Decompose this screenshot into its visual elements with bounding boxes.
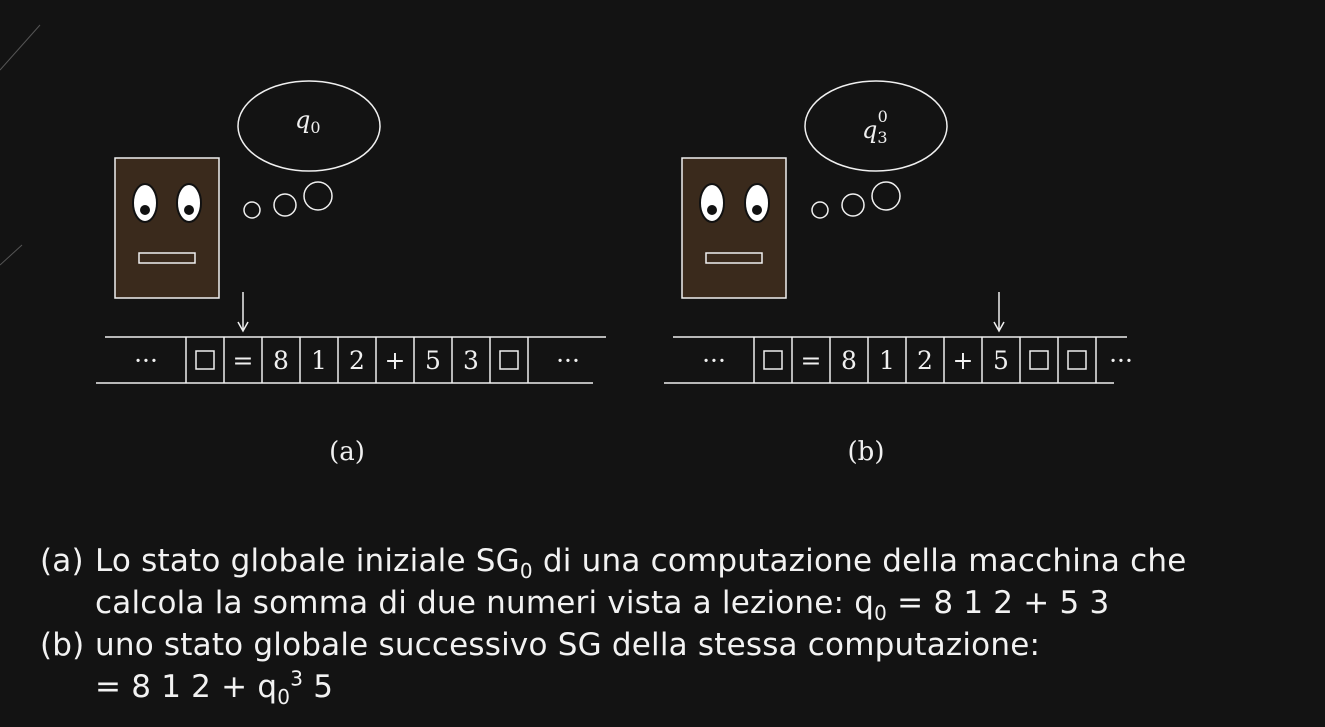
thought-state-a: q0: [295, 106, 321, 137]
tape-cell-blank-symbol: [499, 350, 519, 370]
caption-line-b: (b) uno stato globale successivo SG dell…: [40, 624, 1320, 666]
tape-cell-symbol: =: [801, 346, 822, 375]
tape-head-arrow-b: [993, 292, 1005, 333]
caption-subscript: 0: [277, 685, 291, 710]
tape-cell-blank-symbol: [195, 350, 215, 370]
tape-cell-blank-symbol: [763, 350, 783, 370]
robot-eye-right: [176, 183, 202, 223]
tape-cell-symbol: ···: [702, 346, 726, 375]
robot-head-a: [114, 157, 220, 299]
tape-head-arrow-a: [237, 292, 249, 333]
tape-cell-symbol: ···: [134, 346, 158, 375]
caption-text: = 8 1 2 + q: [95, 669, 278, 705]
tape-cell-symbol: 2: [917, 346, 933, 375]
tape-cell-symbol: =: [233, 346, 254, 375]
caption-tag-a: (a): [40, 543, 84, 579]
panel-label-b: (b): [848, 437, 885, 467]
caption-text: 5: [303, 669, 334, 705]
tape-cell-symbol: 5: [993, 346, 1009, 375]
tape-cell-symbol: 2: [349, 346, 365, 375]
robot-mouth: [138, 252, 196, 264]
caption-subscript: 0: [874, 601, 888, 626]
caption-text: calcola la somma di due numeri vista a l…: [95, 585, 875, 621]
caption-text: uno stato globale successivo SG della st…: [95, 627, 1041, 663]
tape-cell-symbol: 1: [311, 346, 327, 375]
robot-eye-left: [699, 183, 725, 223]
tape-cell-symbol: +: [385, 346, 406, 375]
caption-text: = 8 1 2 + 5 3: [887, 585, 1110, 621]
caption-text: Lo stato globale iniziale SG: [95, 543, 520, 579]
robot-eye-left: [132, 183, 158, 223]
tape-cell-blank-symbol: [1067, 350, 1087, 370]
caption-tag-b: (b): [40, 627, 85, 663]
thought-bubble-a: [237, 80, 381, 219]
tape-cell-symbol: 3: [463, 346, 479, 375]
tape-cell-symbol: 8: [841, 346, 857, 375]
caption-subscript: 0: [519, 559, 533, 584]
panel-label-a: (a): [329, 437, 365, 467]
robot-mouth: [705, 252, 763, 264]
tape-cell-symbol: 8: [273, 346, 289, 375]
caption-line-b-cont: = 8 1 2 + q03 5: [40, 666, 1320, 708]
thought-bubble-b: [804, 80, 948, 219]
caption-text: di una computazione della macchina che: [532, 543, 1187, 579]
tape-cell-symbol: 5: [425, 346, 441, 375]
tape-cell-symbol: +: [953, 346, 974, 375]
robot-head-b: [681, 157, 787, 299]
caption-superscript: 3: [290, 666, 304, 691]
tape-cell-symbol: ···: [1109, 346, 1133, 375]
tape-cell-symbol: 1: [879, 346, 895, 375]
caption-line-a: (a) Lo stato globale iniziale SG0 di una …: [40, 540, 1320, 582]
caption: (a)Lo stato globale iniziale SG0 di una …: [40, 540, 1320, 708]
caption-line-a-cont: calcola la somma di due numeri vista a l…: [40, 582, 1320, 624]
thought-state-b: q30: [862, 107, 888, 147]
tape-cell-blank-symbol: [1029, 350, 1049, 370]
tape-cell-symbol: ···: [556, 346, 580, 375]
robot-eye-right: [744, 183, 770, 223]
